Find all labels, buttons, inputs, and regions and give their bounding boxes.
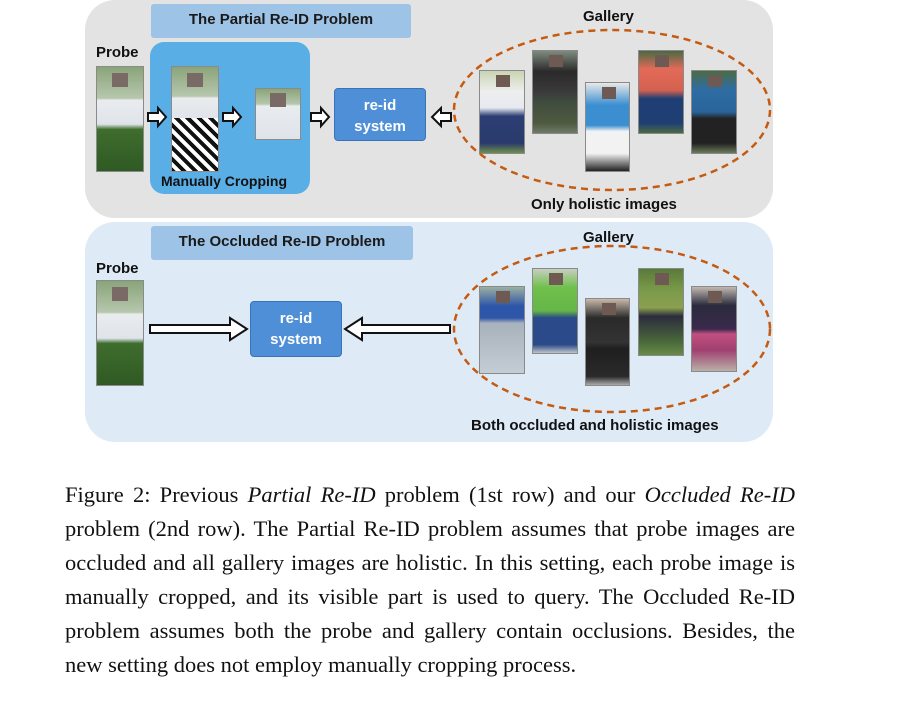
top-probe-image — [96, 66, 144, 172]
bottom-gallery-note: Both occluded and holistic images — [471, 417, 719, 434]
gallery-image — [585, 298, 630, 386]
top-gallery-ellipse — [452, 28, 772, 192]
gallery-image — [479, 70, 525, 154]
caption-prefix: Figure 2: Previous — [65, 482, 248, 507]
gallery-image — [638, 268, 684, 356]
top-system-line2: system — [354, 118, 406, 135]
gallery-image — [532, 268, 578, 354]
long-left-arrow-icon — [343, 316, 451, 342]
gallery-face-blur — [602, 303, 616, 315]
right-arrow-icon — [147, 105, 168, 129]
gallery-image — [691, 70, 737, 154]
right-arrow-icon — [310, 105, 331, 129]
top-probe-label: Probe — [96, 44, 139, 61]
top-gallery-label: Gallery — [583, 8, 634, 25]
caption-occluded-term: Occluded Re-ID — [644, 482, 795, 507]
gallery-image — [691, 286, 737, 372]
caption-middle: problem (1st row) and our — [375, 482, 645, 507]
gallery-face-blur — [655, 55, 669, 67]
occlusion-hatch — [172, 118, 218, 171]
bottom-system-line2: system — [270, 331, 322, 348]
top-reid-system: re-id system — [334, 88, 426, 141]
gallery-face-blur — [549, 273, 563, 285]
caption-partial-term: Partial Re-ID — [247, 482, 376, 507]
gallery-image — [479, 286, 525, 374]
bottom-system-line1: re-id — [279, 310, 313, 327]
figure-caption: Figure 2: Previous Partial Re-ID problem… — [65, 478, 795, 682]
gallery-face-blur — [602, 87, 616, 99]
caption-rest: problem (2nd row). The Partial Re-ID pro… — [65, 516, 795, 677]
bottom-probe-image — [96, 280, 144, 386]
gallery-face-blur — [708, 75, 722, 87]
visible-part-image — [255, 88, 301, 140]
bottom-gallery-label: Gallery — [583, 229, 634, 246]
gallery-image — [638, 50, 684, 134]
long-right-arrow-icon — [149, 316, 249, 342]
right-arrow-icon — [222, 105, 243, 129]
manual-cropping-label: Manually Cropping — [161, 173, 287, 189]
bottom-probe-label: Probe — [96, 260, 139, 277]
left-arrow-icon — [430, 105, 452, 129]
gallery-face-blur — [549, 55, 563, 67]
gallery-face-blur — [655, 273, 669, 285]
top-gallery-note: Only holistic images — [531, 196, 677, 213]
cropped-face-blur — [187, 73, 203, 87]
occluded-reid-title: The Occluded Re-ID Problem — [151, 226, 413, 260]
visible-face-blur — [270, 93, 286, 107]
probe-face-blur — [112, 287, 128, 301]
top-system-line1: re-id — [363, 97, 397, 114]
gallery-face-blur — [708, 291, 722, 303]
gallery-image — [532, 50, 578, 134]
bottom-reid-system: re-id system — [250, 301, 342, 357]
gallery-image — [585, 82, 630, 172]
probe-face-blur — [112, 73, 128, 87]
gallery-face-blur — [496, 291, 510, 303]
cropped-probe-image — [171, 66, 219, 172]
partial-reid-title: The Partial Re-ID Problem — [151, 4, 411, 38]
bottom-gallery-ellipse — [452, 244, 772, 414]
gallery-face-blur — [496, 75, 510, 87]
